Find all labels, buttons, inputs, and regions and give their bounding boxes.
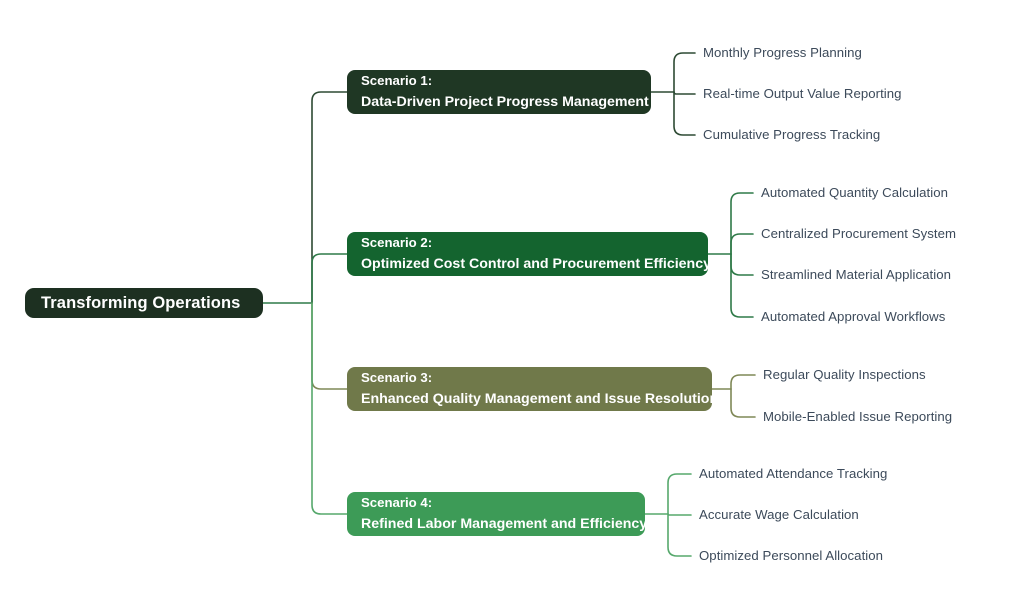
leaf-connector-scenario-2-0 <box>730 192 754 255</box>
leaf-connector-scenario-4-2 <box>667 513 692 557</box>
branch-node-scenario-2[interactable]: Scenario 2: Optimized Cost Control and Pr… <box>347 232 712 276</box>
branch-subtitle: Enhanced Quality Management and Issue Re… <box>361 390 719 407</box>
leaf-node-label[interactable]: Automated Approval Workflows <box>761 309 946 324</box>
leaf-node-label[interactable]: Streamlined Material Application <box>761 267 951 282</box>
trunk-connector-scenario-4 <box>311 302 348 515</box>
leaf-node-label[interactable]: Accurate Wage Calculation <box>699 507 859 522</box>
branch-node-scenario-1[interactable]: Scenario 1: Data-Driven Project Progress … <box>347 70 651 114</box>
branch-subtitle: Data-Driven Project Progress Management <box>361 93 649 110</box>
leaf-node-label[interactable]: Real-time Output Value Reporting <box>703 86 902 101</box>
branch-subtitle: Optimized Cost Control and Procurement E… <box>361 255 712 272</box>
leaf-connector-scenario-1-2 <box>673 91 696 136</box>
leaf-connector-scenario-3-0 <box>730 374 756 390</box>
leaf-connector-scenario-1-0 <box>673 52 696 93</box>
leaf-connector-scenario-3-1 <box>730 388 756 418</box>
leaf-node-label[interactable]: Monthly Progress Planning <box>703 45 862 60</box>
leaf-connector-scenario-4-1 <box>667 513 692 516</box>
trunk-connector-scenario-3 <box>311 302 348 390</box>
leaf-node-label[interactable]: Regular Quality Inspections <box>763 367 926 382</box>
leaf-node-label[interactable]: Cumulative Progress Tracking <box>703 127 881 142</box>
trunk-connector-scenario-2 <box>311 253 348 304</box>
branch-title: Scenario 2: <box>361 235 433 251</box>
leaf-node-label[interactable]: Automated Attendance Tracking <box>699 466 888 481</box>
leaf-connector-scenario-1-1 <box>673 91 696 95</box>
branch-subtitle: Refined Labor Management and Efficiency <box>361 515 648 532</box>
leaf-connector-scenario-2-2 <box>730 253 754 276</box>
branch-node-scenario-3[interactable]: Scenario 3: Enhanced Quality Management a… <box>347 367 719 411</box>
root-node-label: Transforming Operations <box>41 293 241 312</box>
branch-title: Scenario 3: <box>361 370 433 386</box>
branch-node-scenario-4[interactable]: Scenario 4: Refined Labor Management and … <box>347 492 648 536</box>
leaf-node-label[interactable]: Optimized Personnel Allocation <box>699 548 884 563</box>
branch-title: Scenario 4: <box>361 495 433 511</box>
leaf-node-label[interactable]: Automated Quantity Calculation <box>761 185 948 200</box>
root-node[interactable]: Transforming Operations <box>25 288 263 318</box>
leaf-node-label[interactable]: Mobile-Enabled Issue Reporting <box>763 409 953 424</box>
leaf-connector-scenario-2-1 <box>730 233 754 255</box>
leaf-connector-scenario-4-0 <box>667 473 692 515</box>
leaf-connector-scenario-2-3 <box>730 253 754 318</box>
branch-title: Scenario 1: <box>361 73 433 89</box>
trunk-connector-scenario-1 <box>311 91 348 304</box>
leaf-node-label[interactable]: Centralized Procurement System <box>761 226 956 241</box>
